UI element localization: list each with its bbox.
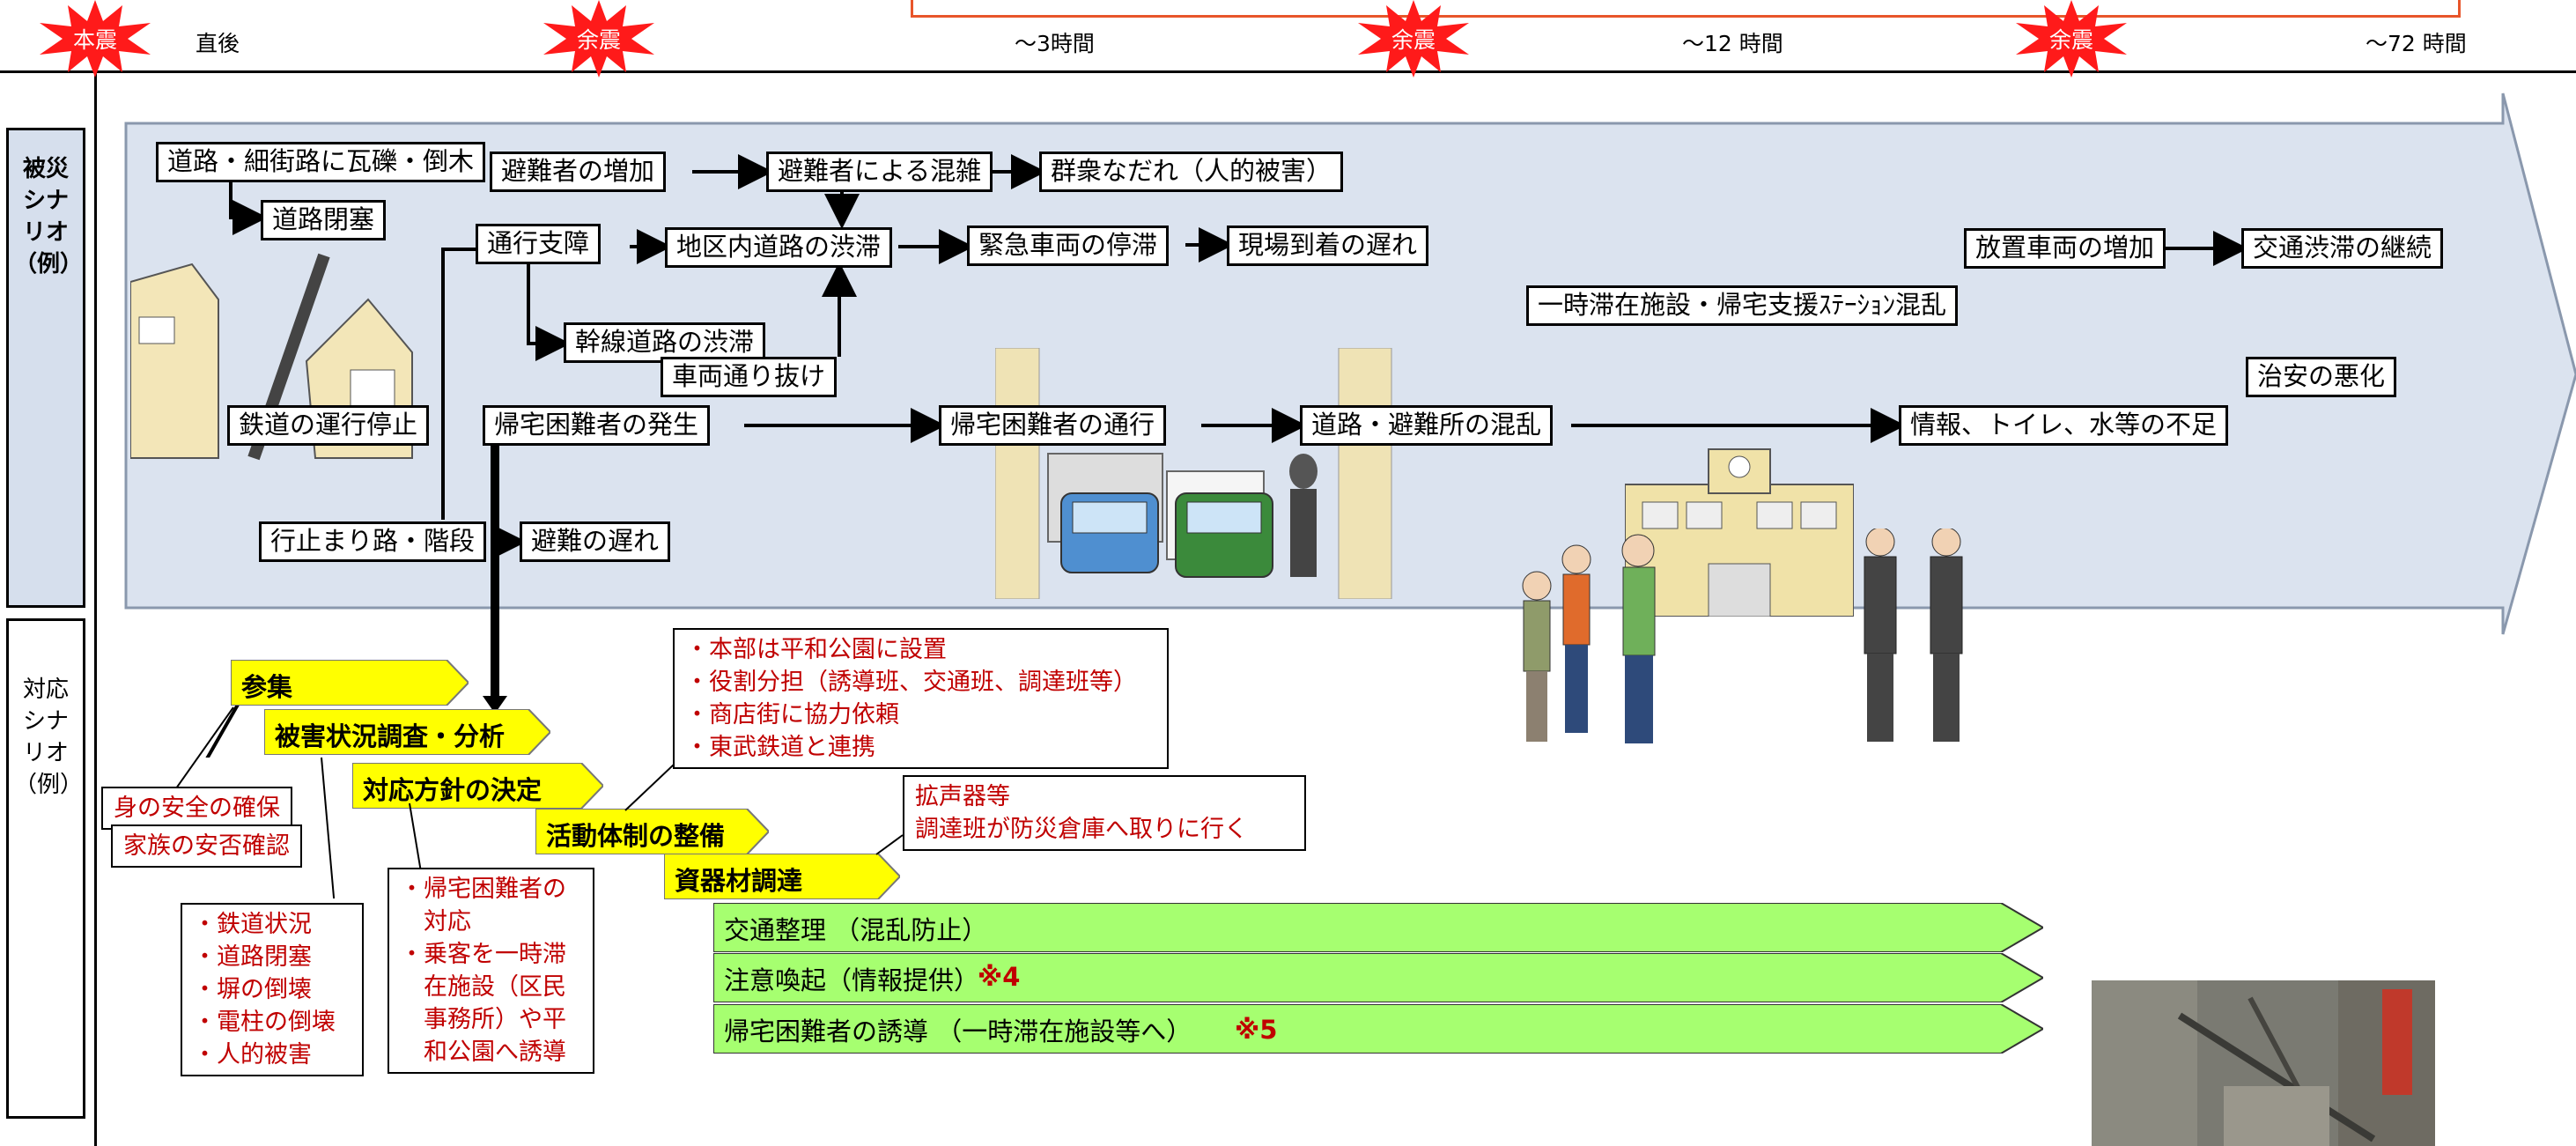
node-crowd-crush: 群衆なだれ（人的被害） — [1039, 152, 1344, 192]
step-arrow-shape — [535, 809, 769, 854]
action-arrow-shape — [713, 903, 2043, 952]
node-traffic-obstruct: 通行支障 — [476, 224, 602, 264]
node-district-jam: 地区内道路の渋滞 — [665, 227, 893, 268]
vertical-axis — [94, 32, 97, 1146]
node-security: 治安の悪化 — [2246, 357, 2397, 397]
people-illustration — [1522, 529, 1963, 743]
side-label-damage: 被災シナリオ（例） — [6, 128, 85, 608]
burst-icon — [543, 0, 654, 78]
burst-icon — [2016, 0, 2127, 78]
node-arrival-delay: 現場到着の遅れ — [1227, 226, 1429, 266]
tick-12h: ～12 時間 — [1682, 31, 1783, 56]
node-abandoned-cars: 放置車両の増加 — [1964, 228, 2166, 269]
node-evac-increase: 避難者の増加 — [490, 152, 667, 192]
callout-hq-items: ・本部は平和公園に設置 ・役割分担（誘導班、交通班、調達班等） ・商店街に協力依… — [673, 628, 1169, 769]
aftershock-label: 余震 — [576, 27, 621, 53]
tick-immediate: 直後 — [196, 31, 240, 56]
damage-connectors — [205, 154, 2248, 758]
node-cut-through: 車両通り抜け — [661, 357, 838, 397]
step-organize: 活動体制の整備 — [535, 809, 769, 854]
node-stranded-passage: 帰宅困難者の通行 — [939, 405, 1167, 446]
callout-safety-1: 身の安全の確保 — [101, 787, 292, 830]
node-dead-end: 行止まり路・階段 — [259, 521, 487, 562]
step-assemble: 参集 — [231, 660, 469, 706]
action-guidance: 帰宅困難者の誘導 （一時滞在施設等へ） ※5 — [713, 1004, 2043, 1054]
node-rail-stop: 鉄道の運行停止 — [227, 405, 430, 446]
callout-safety-2: 家族の安否確認 — [111, 824, 302, 868]
node-shelter-chaos: 一時滞在施設・帰宅支援ｽﾃｰｼｮﾝ混乱 — [1526, 285, 1959, 326]
node-emergency-stall: 緊急車両の停滞 — [967, 226, 1170, 266]
aftershock-burst-1: 余震 — [542, 0, 656, 78]
tick-3h: ～3時間 — [1015, 31, 1095, 56]
tick-72h: ～72 時間 — [2366, 31, 2467, 56]
callout-connectors — [175, 706, 904, 898]
main-quake-label: 本震 — [72, 27, 117, 53]
node-rubble: 道路・細街路に瓦礫・倒木 — [156, 142, 486, 182]
side-label-response: 対応シナリオ（例） — [6, 618, 85, 1119]
callout-survey-items: ・鉄道状況 ・道路閉塞 ・塀の倒壊 ・電柱の倒壊 ・人的被害 — [181, 903, 364, 1076]
building-illustration — [1625, 448, 1854, 617]
action-warning: 注意喚起（情報提供） ※4 — [713, 953, 2043, 1002]
step-equipment: 資器材調達 — [664, 854, 900, 899]
node-traffic-jam-cont: 交通渋滞の継続 — [2241, 228, 2444, 269]
step-arrow-shape — [231, 660, 469, 706]
note-mark-5: ※5 — [1235, 1015, 1278, 1045]
node-evac-congestion: 避難者による混雑 — [766, 152, 993, 192]
action-arrow-shape — [713, 953, 2043, 1002]
step-arrow-shape — [264, 709, 550, 755]
aftershock-label: 余震 — [2048, 27, 2093, 53]
note-mark-4: ※4 — [978, 962, 1021, 992]
step-arrow-shape — [352, 763, 603, 809]
main-quake-burst: 本震 — [38, 0, 152, 78]
callout-equipment-items: 拡声器等 調達班が防災倉庫へ取りに行く — [903, 775, 1306, 851]
node-road-shelter-chaos: 道路・避難所の混乱 — [1300, 405, 1554, 446]
callout-policy-items: ・帰宅困難者の 対応 ・乗客を一時滞 在施設（区民 事務所）や平 和公園へ誘導 — [388, 868, 594, 1074]
action-traffic-control: 交通整理 （混乱防止） — [713, 903, 2043, 952]
burst-icon — [1358, 0, 1469, 78]
step-policy: 対応方針の決定 — [352, 763, 603, 809]
aftershock-burst-2: 余震 — [1356, 0, 1471, 78]
node-shortage: 情報、トイレ、水等の不足 — [1899, 405, 2229, 446]
burst-icon — [40, 0, 151, 78]
aftershock-burst-3: 余震 — [2014, 0, 2129, 78]
step-arrow-shape — [664, 854, 900, 899]
aftershock-label: 余震 — [1391, 27, 1436, 53]
node-road-block: 道路閉塞 — [261, 200, 387, 240]
node-evac-delay: 避難の遅れ — [520, 521, 671, 562]
top-frame-edge — [911, 0, 2461, 18]
timeline-axis — [0, 70, 2576, 73]
node-stranded-occur: 帰宅困難者の発生 — [483, 405, 711, 446]
action-arrow-shape — [713, 1004, 2043, 1054]
street-damage-photo — [2092, 980, 2435, 1146]
step-survey: 被害状況調査・分析 — [264, 709, 550, 755]
traffic-jam-illustration — [995, 348, 1392, 599]
